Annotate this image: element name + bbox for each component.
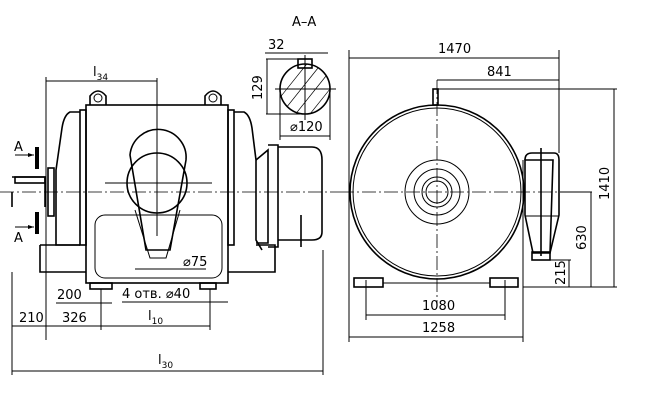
section-a-a: A–A 32 129 ⌀120	[251, 15, 336, 140]
1080-label: 1080	[422, 299, 455, 314]
lifting-eye-right	[204, 90, 222, 105]
lifting-eye	[432, 88, 439, 106]
right-housing	[234, 111, 263, 251]
right-end-cap	[227, 109, 235, 246]
326-label: 326	[62, 311, 87, 326]
fan-cover	[268, 144, 323, 248]
housing-inner	[352, 107, 522, 277]
svg-text:A: A	[14, 140, 23, 155]
bearing-ring	[413, 168, 461, 216]
left-end-cap	[79, 109, 87, 246]
210-label: 210	[19, 311, 44, 326]
fan-flange	[255, 148, 269, 244]
lifting-eye-left	[89, 90, 107, 105]
1470-label: 1470	[438, 42, 471, 57]
1410-label: 1410	[598, 167, 613, 200]
foot-left	[353, 277, 384, 288]
32-label: 32	[268, 38, 285, 53]
shaft-inner	[425, 180, 449, 204]
215-label: 215	[554, 260, 569, 285]
terminal-box	[524, 152, 560, 254]
foot-left	[89, 282, 113, 290]
shaft-outer	[421, 176, 453, 208]
section-marker-top: A	[14, 140, 39, 169]
section-title: A–A	[292, 15, 316, 30]
shaft-key	[14, 176, 46, 184]
phi120-label: ⌀120	[290, 120, 323, 135]
section-marker-bottom: A	[14, 212, 39, 246]
holes-label: 4 отв. ⌀40	[122, 287, 190, 302]
bearing-cap	[404, 159, 470, 225]
foot-right	[199, 282, 217, 290]
841-label: 841	[487, 65, 512, 80]
inner-frame	[94, 214, 223, 279]
630-label: 630	[575, 225, 590, 250]
phi75-label: ⌀75	[183, 255, 207, 270]
left-housing	[55, 111, 80, 246]
shaft-flange	[47, 167, 55, 217]
side-view: 1470 841 1410 630 215 1080 1258	[340, 42, 617, 342]
129-label: 129	[251, 75, 266, 100]
l34-label: l34	[93, 65, 108, 83]
l30-label: l30	[158, 353, 173, 371]
200-label: 200	[57, 288, 82, 303]
l10-label: l10	[148, 309, 163, 327]
foot-right	[489, 277, 519, 288]
1258-label: 1258	[422, 321, 455, 336]
front-view: A A l34 ⌀75 200 4 отв. ⌀40 210 326 l10 l…	[0, 65, 340, 375]
cable-gland	[531, 251, 551, 261]
svg-text:A: A	[14, 231, 23, 246]
terminal-box-lower	[524, 159, 554, 254]
base-frame	[39, 244, 276, 273]
